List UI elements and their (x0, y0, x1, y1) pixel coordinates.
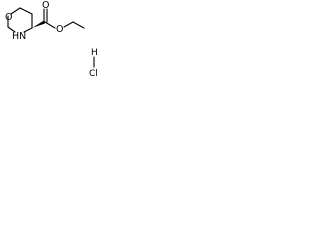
ring-bond-o-c6 (10, 7, 21, 15)
ring-nitrogen-label: HN (12, 31, 26, 42)
ester-bond-o-ch2 (63, 21, 74, 28)
salt-chlorine-label: Cl (89, 69, 98, 78)
carbonyl-oxygen-label: O (42, 0, 49, 11)
ring-oxygen-label: O (5, 12, 12, 23)
salt-hydrogen-label: H (91, 48, 98, 58)
chemical-structure: O HN O O H Cl (5, 0, 98, 78)
ester-bond-c-o (44, 21, 56, 29)
stereo-wedge-bond (32, 20, 45, 28)
ester-oxygen-label: O (56, 24, 63, 35)
ring-bond-c3-n (23, 27, 33, 33)
ring-bond-n-c2 (7, 26, 16, 33)
structure-canvas: O HN O O H Cl (0, 0, 110, 78)
ring-bond-c6-c5 (19, 7, 33, 15)
ethyl-bond (72, 21, 85, 29)
